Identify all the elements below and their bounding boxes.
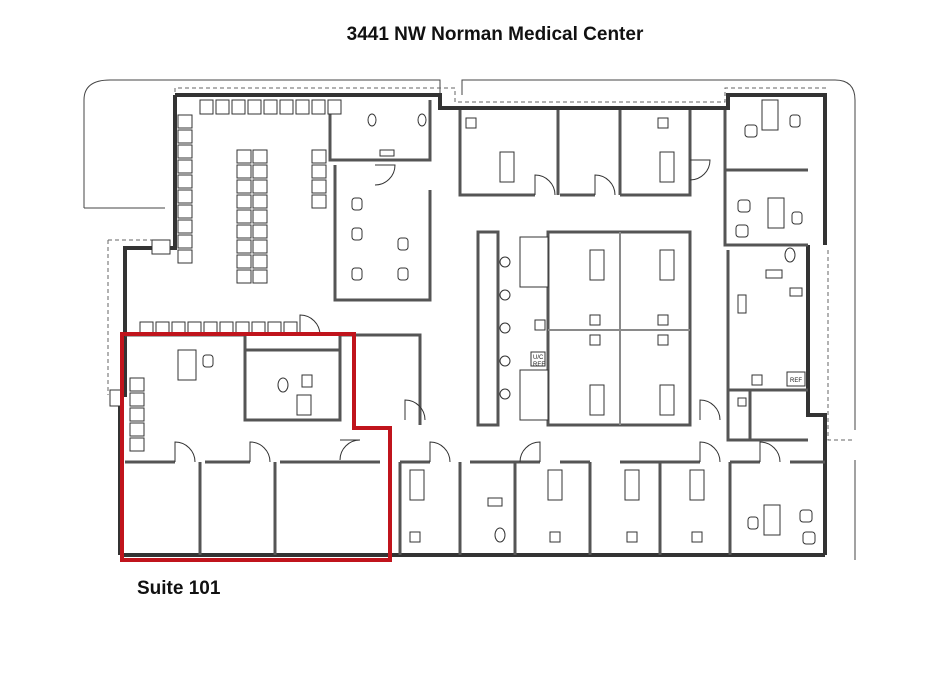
suite-label: Suite 101 (137, 578, 221, 599)
waiting-chair (129, 437, 145, 452)
waiting-chair (231, 99, 246, 115)
waiting-chair (263, 99, 278, 115)
waiting-chair (177, 174, 193, 189)
waiting-chair (236, 239, 252, 254)
waiting-chair (236, 269, 252, 284)
waiting-chair (236, 149, 252, 164)
waiting-chair (252, 269, 268, 284)
canopy-lines (107, 87, 855, 441)
svg-text:REF: REF (533, 362, 545, 368)
waiting-chairs (129, 99, 342, 452)
page-title: 3441 NW Norman Medical Center (346, 24, 644, 45)
waiting-chair (252, 194, 268, 209)
waiting-chair (295, 99, 310, 115)
waiting-chair (236, 179, 252, 194)
suite-101-highlight (120, 332, 392, 562)
waiting-chair (236, 254, 252, 269)
waiting-chair (129, 407, 145, 422)
ref-tag-main: REF (790, 378, 802, 384)
waiting-chair (177, 249, 193, 264)
waiting-chair (199, 99, 214, 115)
waiting-chair (252, 179, 268, 194)
waiting-chair (177, 189, 193, 204)
exam-sinks (409, 117, 763, 543)
waiting-chair (311, 179, 327, 194)
waiting-chair (311, 194, 327, 209)
waiting-chair (311, 164, 327, 179)
waiting-chair (236, 164, 252, 179)
door-swings (174, 159, 781, 463)
waiting-chair (252, 239, 268, 254)
office-furniture (202, 114, 816, 545)
waiting-chair (177, 114, 193, 129)
exam-tables (177, 99, 785, 536)
waiting-chair (177, 159, 193, 174)
waiting-chair (177, 129, 193, 144)
waiting-chair (311, 99, 326, 115)
waiting-chair (215, 99, 230, 115)
waiting-chair (252, 254, 268, 269)
ref-tag-nurse: U/C (533, 355, 544, 361)
waiting-chair (252, 164, 268, 179)
nurse-station: U/C REF (519, 236, 549, 421)
waiting-chair (177, 234, 193, 249)
waiting-chair (252, 209, 268, 224)
counter-stools (499, 256, 511, 400)
restroom-fixtures (109, 113, 803, 543)
waiting-chair (252, 149, 268, 164)
waiting-chair (129, 392, 145, 407)
waiting-chair (327, 99, 342, 115)
waiting-chair (177, 144, 193, 159)
interior-walls (125, 100, 825, 555)
waiting-chair (177, 219, 193, 234)
waiting-chair (252, 224, 268, 239)
waiting-chair (177, 204, 193, 219)
waiting-chair (311, 149, 327, 164)
waiting-chair (129, 377, 145, 392)
waiting-chair (236, 194, 252, 209)
waiting-chair (236, 224, 252, 239)
waiting-chair (279, 99, 294, 115)
ref-box: REF (786, 371, 806, 387)
site-outline (83, 79, 856, 560)
waiting-chair (247, 99, 262, 115)
waiting-chair (129, 422, 145, 437)
waiting-chair (236, 209, 252, 224)
